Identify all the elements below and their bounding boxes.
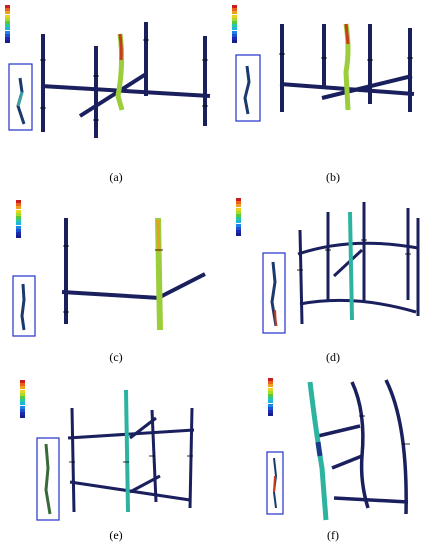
legend-swatch xyxy=(20,402,25,406)
panel-caption: (e) xyxy=(109,528,123,542)
legend-swatch xyxy=(16,200,21,204)
legend-swatch xyxy=(20,380,25,384)
legend-swatch xyxy=(236,220,241,224)
legend-swatch xyxy=(236,233,241,237)
legend-swatch xyxy=(20,405,25,409)
panel-caption: (b) xyxy=(326,170,340,184)
stress-legend xyxy=(16,200,21,239)
legend-swatch xyxy=(5,33,10,37)
legend-swatch xyxy=(5,40,10,44)
legend-swatch xyxy=(5,30,10,34)
legend-swatch xyxy=(268,403,273,407)
legend-swatch xyxy=(16,228,21,232)
frame-model xyxy=(235,23,415,122)
panel-b: (b) xyxy=(222,0,445,190)
legend-swatch xyxy=(232,21,237,25)
legend-swatch xyxy=(20,383,25,387)
panel-d: (d) xyxy=(222,190,445,372)
legend-swatch xyxy=(16,203,21,207)
stress-legend xyxy=(232,5,237,44)
legend-swatch xyxy=(20,399,25,403)
legend-swatch xyxy=(232,30,237,34)
panel-a: (a) xyxy=(0,0,222,190)
legend-swatch xyxy=(16,206,21,210)
legend-swatch xyxy=(232,36,237,40)
frame-model xyxy=(8,22,211,138)
legend-swatch xyxy=(268,390,273,394)
legend-swatch xyxy=(20,396,25,400)
panel-caption: (a) xyxy=(109,170,123,184)
legend-swatch xyxy=(232,8,237,12)
legend-swatch xyxy=(20,392,25,396)
panel-caption: (c) xyxy=(109,350,123,364)
legend-swatch xyxy=(236,198,241,202)
legend-swatch xyxy=(268,384,273,388)
legend-swatch xyxy=(5,24,10,28)
legend-swatch xyxy=(236,223,241,227)
legend-swatch xyxy=(16,212,21,216)
legend-swatch xyxy=(20,415,25,419)
legend-swatch xyxy=(232,17,237,21)
legend-swatch xyxy=(5,11,10,15)
legend-swatch xyxy=(232,33,237,37)
legend-swatch xyxy=(268,406,273,410)
legend-swatch xyxy=(20,408,25,412)
legend-swatch xyxy=(232,14,237,18)
frame-model xyxy=(266,379,410,521)
legend-swatch xyxy=(236,201,241,205)
legend-swatch xyxy=(268,381,273,385)
panel-caption: (d) xyxy=(326,350,340,364)
legend-swatch xyxy=(16,222,21,226)
legend-swatch xyxy=(268,378,273,382)
legend-swatch xyxy=(232,40,237,44)
legend-swatch xyxy=(236,229,241,233)
stress-legend xyxy=(236,198,241,237)
legend-swatch xyxy=(16,235,21,239)
legend-swatch xyxy=(268,409,273,413)
legend-swatch xyxy=(236,207,241,211)
panel-c: (c) xyxy=(0,190,222,372)
legend-swatch xyxy=(20,411,25,415)
legend-swatch xyxy=(5,36,10,40)
legend-swatch xyxy=(5,5,10,9)
panel-e: (e) xyxy=(0,372,222,550)
legend-swatch xyxy=(236,226,241,230)
legend-swatch xyxy=(268,394,273,398)
legend-swatch xyxy=(16,216,21,220)
legend-swatch xyxy=(268,400,273,404)
stress-legend xyxy=(268,378,273,417)
frame-model xyxy=(262,202,420,334)
legend-swatch xyxy=(16,231,21,235)
legend-swatch xyxy=(20,389,25,393)
legend-swatch xyxy=(5,8,10,12)
legend-swatch xyxy=(236,217,241,221)
legend-swatch xyxy=(5,27,10,31)
legend-swatch xyxy=(236,214,241,218)
frame-model xyxy=(36,389,195,521)
legend-swatch xyxy=(268,387,273,391)
panel-f: (f) xyxy=(222,372,445,550)
legend-swatch xyxy=(16,219,21,223)
legend-swatch xyxy=(5,14,10,18)
legend-swatch xyxy=(236,204,241,208)
legend-swatch xyxy=(268,413,273,417)
legend-swatch xyxy=(16,209,21,213)
legend-swatch xyxy=(20,386,25,390)
legend-swatch xyxy=(232,11,237,15)
stress-legend xyxy=(20,380,25,419)
legend-swatch xyxy=(16,225,21,229)
panel-caption: (f) xyxy=(327,528,339,542)
legend-swatch xyxy=(232,27,237,31)
legend-swatch xyxy=(5,21,10,25)
legend-swatch xyxy=(232,24,237,28)
legend-swatch xyxy=(5,17,10,21)
frame-model xyxy=(12,217,206,337)
legend-swatch xyxy=(232,5,237,9)
stress-legend xyxy=(5,5,10,44)
legend-swatch xyxy=(236,210,241,214)
legend-swatch xyxy=(268,397,273,401)
